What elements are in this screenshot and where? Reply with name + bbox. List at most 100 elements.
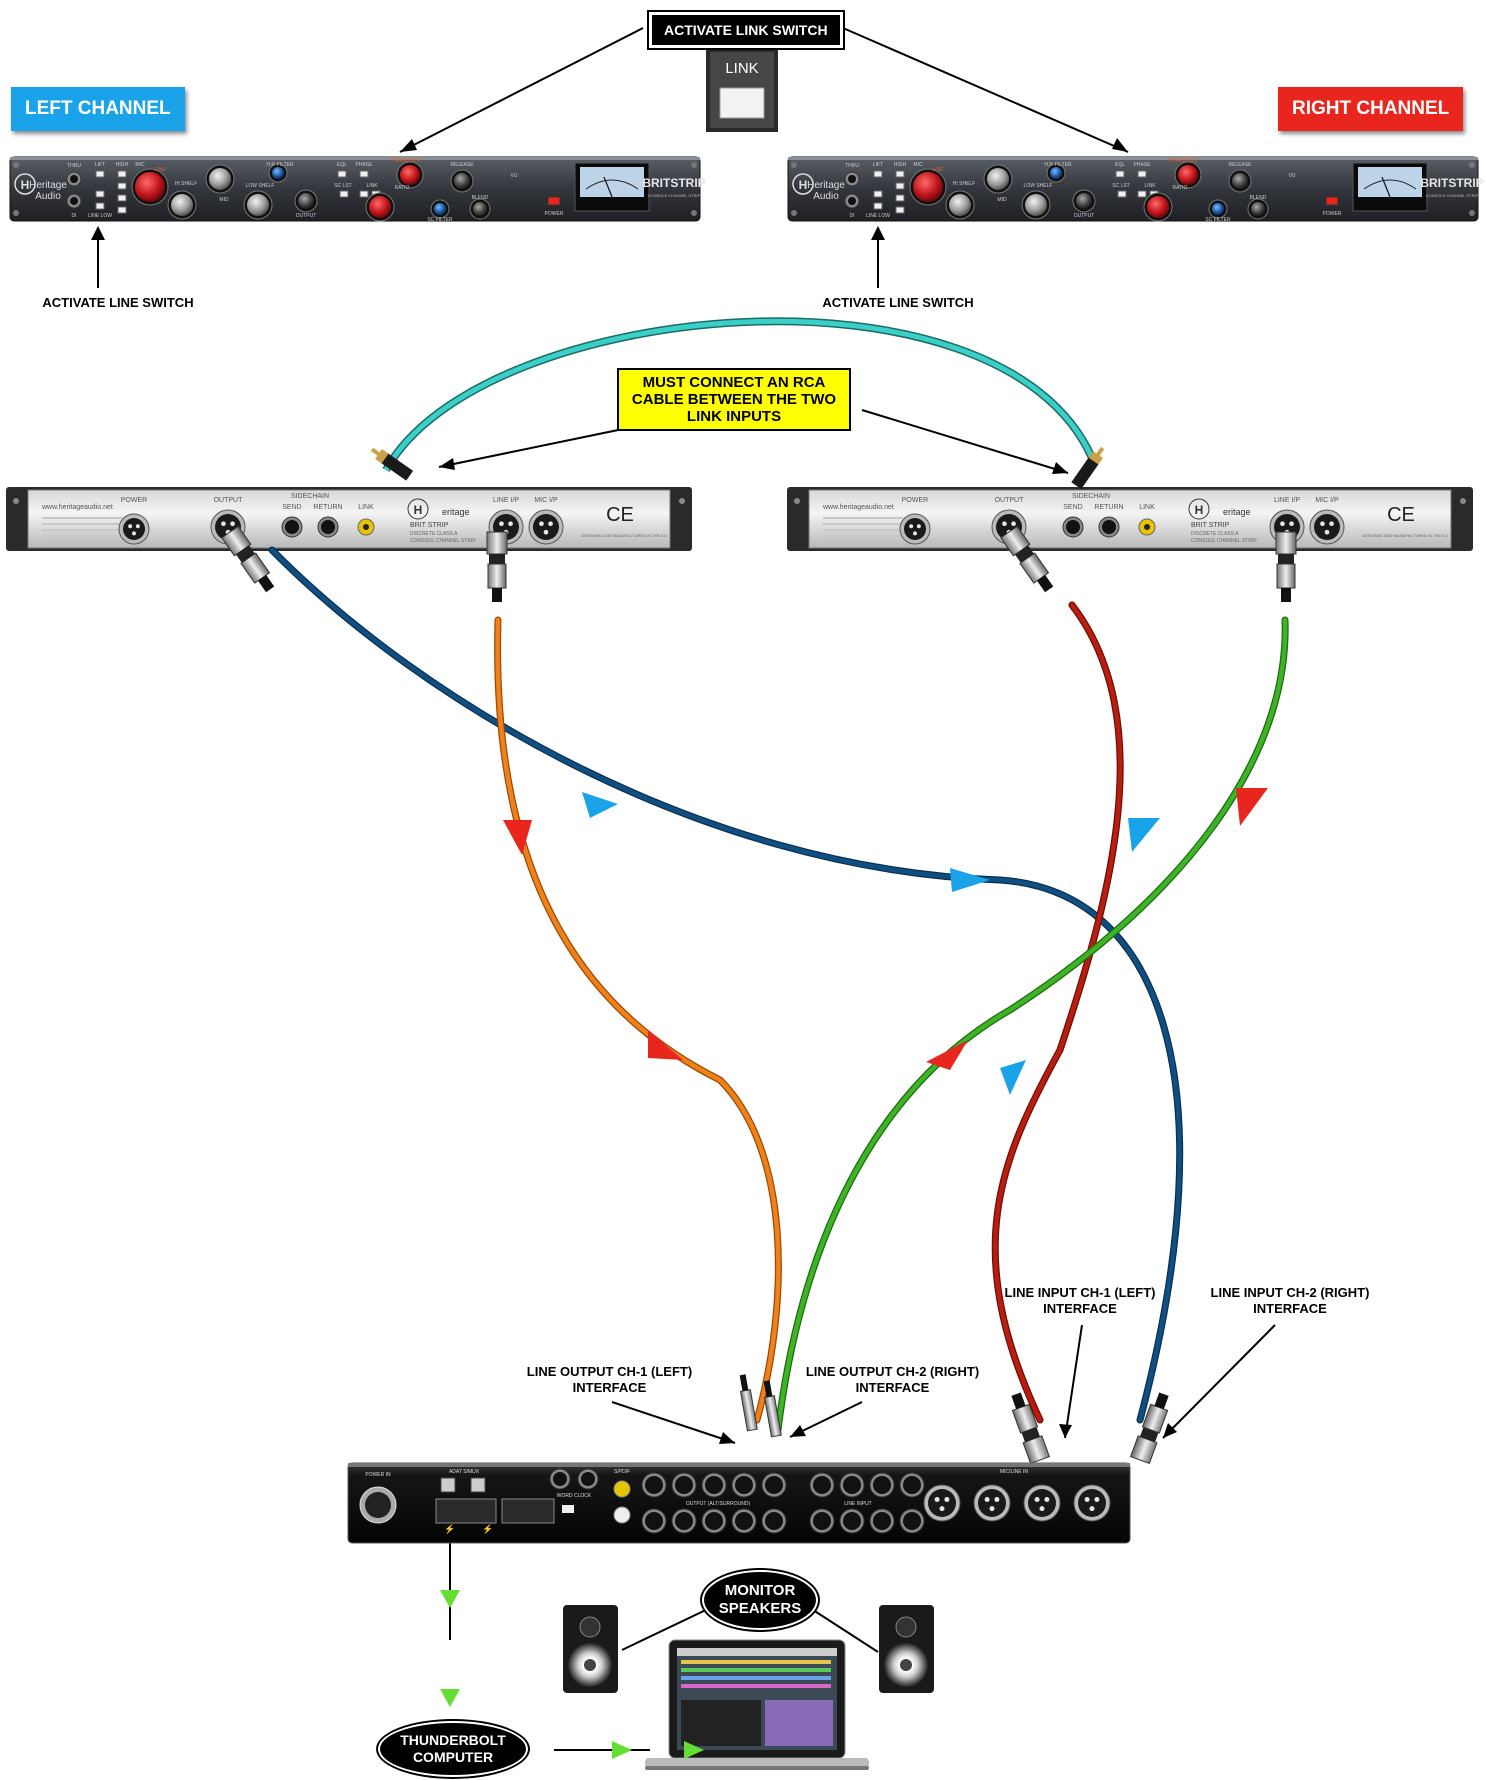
vu-meter-scale	[1363, 179, 1417, 190]
rear-fineprint	[42, 535, 122, 537]
front-switch-icon	[1117, 190, 1127, 198]
xlr-pin	[499, 521, 504, 527]
optical-port-icon	[470, 1477, 486, 1493]
front-label: SC LST	[334, 183, 352, 189]
front-label: LINE	[154, 167, 166, 173]
rear-model: BRIT STRIP	[410, 522, 449, 529]
thunderbolt-line-2: COMPUTER	[412, 1749, 494, 1765]
quarter-inch-plug-icon	[739, 1374, 758, 1432]
xlr-pin	[909, 524, 914, 529]
rear-label: RETURN	[313, 504, 342, 511]
vu-meter-needle	[1381, 176, 1391, 198]
xlr-pin	[984, 1496, 990, 1503]
xlr-plug-strain-relief	[492, 588, 502, 602]
front-label: LINE LOW	[866, 213, 890, 219]
front-panel-highlight	[10, 157, 700, 160]
thunderbolt-line-1: THUNDERBOLT	[400, 1732, 506, 1748]
hi-shelf-knob	[949, 194, 971, 216]
rear-label: SIDECHAIN	[1072, 493, 1110, 500]
rear-label: LINK	[358, 504, 374, 511]
xlr-socket	[928, 1489, 956, 1517]
rack-screw-icon	[13, 210, 19, 216]
front-switch-icon	[359, 170, 369, 178]
rack-screw-icon	[791, 162, 797, 168]
xlr-male-connector-icon	[221, 525, 275, 593]
front-label: PHASE	[356, 162, 374, 168]
front-switch-icon	[95, 170, 105, 178]
thunderbolt-arrows	[440, 1590, 704, 1759]
front-switch-icon	[873, 190, 883, 198]
rack-screw-icon	[679, 498, 685, 504]
flow-arrow-red	[503, 820, 532, 855]
front-label: LOW SHELF	[1024, 183, 1053, 189]
rack-screw-icon	[794, 498, 800, 504]
front-switch-icon	[95, 190, 105, 198]
front-label: SC FILTER	[427, 217, 453, 223]
rack-screw-icon	[791, 210, 797, 216]
jack-hole	[675, 1512, 693, 1530]
front-label: MIC	[135, 162, 145, 168]
xlr-pin	[989, 1506, 995, 1512]
monitor-speakers-label: MONITOR SPEAKERS	[702, 1570, 818, 1630]
front-label: BLEND	[1250, 195, 1267, 201]
rear-fineprint	[823, 517, 903, 519]
power-switch-icon	[547, 196, 561, 206]
xlr-plug-strain-relief	[1011, 1392, 1026, 1410]
rear-label: POWER	[121, 497, 147, 504]
word-clock-switch-icon	[562, 1505, 574, 1513]
rear-url: www.heritageaudio.net	[822, 504, 894, 511]
mid-freq-knob	[987, 168, 1009, 190]
xlr-plug-body	[1276, 563, 1296, 589]
front-switch-icon	[339, 190, 349, 198]
front-label: SC LST	[1112, 183, 1130, 189]
line-input-ch2-label: LINE INPUT CH-2 (RIGHT) INTERFACE	[1195, 1285, 1385, 1317]
line-input-ch1-label: LINE INPUT CH-1 (LEFT) INTERFACE	[990, 1285, 1170, 1317]
monitor-speaker-left	[563, 1605, 618, 1693]
rear-label: POWER	[902, 497, 928, 504]
front-label: THRU	[845, 163, 859, 169]
hi-shelf-knob	[171, 194, 193, 216]
heritage-logo-icon	[1188, 498, 1210, 520]
jack-hole	[843, 1512, 861, 1530]
front-label: VU	[511, 173, 518, 179]
heritage-logo-icon	[407, 498, 429, 520]
activate-link-switch-label: ACTIVATE LINK SWITCH	[647, 10, 845, 50]
ce-mark-icon: CE	[1387, 504, 1415, 526]
front-switch-icon	[895, 182, 905, 190]
power-switch-icon	[1325, 196, 1339, 206]
front-label: LINE	[932, 167, 944, 173]
front-switch-icon	[895, 206, 905, 214]
xlr-pin	[543, 529, 549, 535]
front-model-name: BRITSTRIP	[642, 176, 705, 190]
vu-meter-face	[580, 167, 644, 197]
front-label: THRESHOLD	[390, 158, 421, 164]
xlr-socket	[123, 518, 145, 540]
threshold-knob	[1178, 165, 1198, 185]
heritage-logo-letter: H	[414, 503, 423, 517]
rear-label: MIC I/P	[534, 497, 558, 504]
xlr-pin	[230, 521, 235, 527]
front-switch-icon	[95, 202, 105, 210]
rear-made-in: DESIGNED AND MANUFACTURED IN THE EU	[581, 533, 667, 538]
line-output-ch1-line-1: LINE OUTPUT CH-1 (LEFT)	[526, 1364, 693, 1379]
xlr-pin	[944, 1496, 950, 1503]
monitor-line-1: MONITOR	[724, 1582, 796, 1599]
jack-hole	[873, 1512, 891, 1530]
rear-model: BRIT STRIP	[1191, 522, 1230, 529]
xlr-plug-strain-relief	[1154, 1392, 1169, 1410]
blend-knob	[1251, 202, 1265, 216]
jack-plug-body	[739, 1389, 758, 1432]
xlr-socket	[1028, 1489, 1056, 1517]
ratio-knob	[1147, 196, 1169, 218]
front-label: OUTPUT	[296, 213, 317, 219]
front-brand-line-1: Heritage	[807, 180, 845, 191]
xlr-plug-body	[1141, 1403, 1169, 1434]
rca-note-line-1: MUST CONNECT AN RCA	[642, 374, 826, 391]
flow-arrow-blue	[582, 792, 618, 818]
xlr-pin	[934, 1496, 940, 1503]
front-label: LINK	[1144, 183, 1156, 189]
monitor-speaker-right	[879, 1605, 934, 1693]
jack-hole	[321, 520, 335, 534]
jack-hole	[1102, 520, 1116, 534]
